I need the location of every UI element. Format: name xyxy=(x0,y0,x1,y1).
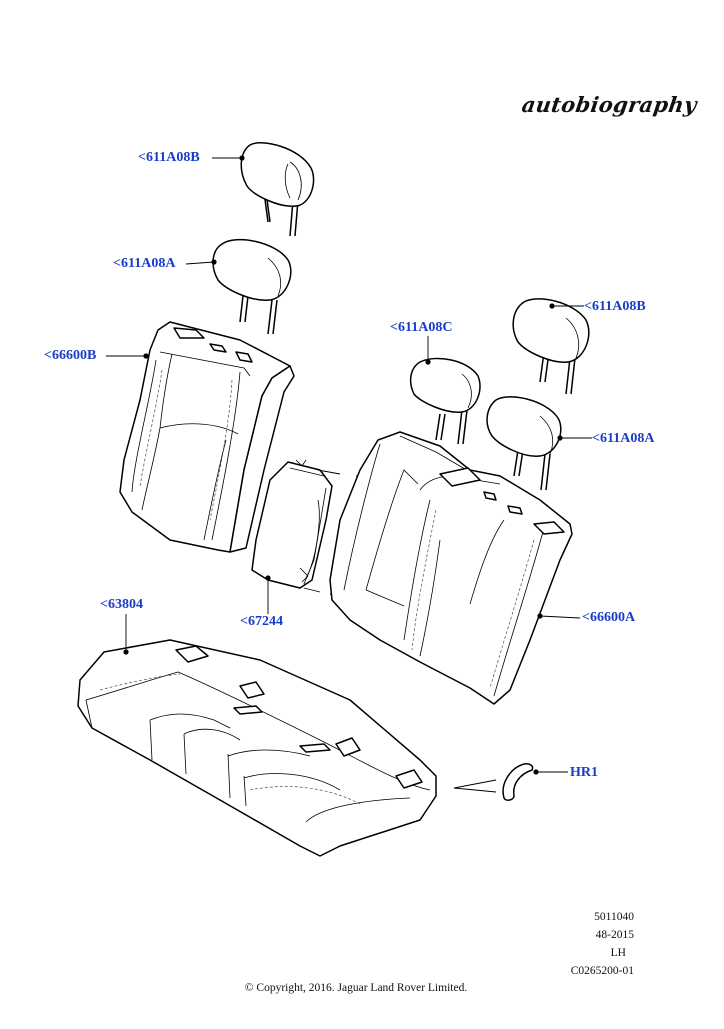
headrest-right-upper-part[interactable] xyxy=(512,298,590,395)
headrest-center-part[interactable] xyxy=(409,357,481,445)
callout-headrest-right-upper[interactable]: <611A08B xyxy=(584,299,646,314)
callout-headrest-left-lower[interactable]: <611A08A xyxy=(113,256,176,271)
headrest-left-lower-part[interactable] xyxy=(212,238,292,335)
footer-code-2: 48-2015 xyxy=(595,929,634,941)
callout-backrest-left[interactable]: <66600B xyxy=(44,348,97,363)
footer-side: LH xyxy=(610,947,626,959)
backrest-left-part[interactable] xyxy=(119,321,295,553)
footer-code-3: C0265200-01 xyxy=(570,965,634,977)
callout-headrest-center[interactable]: <611A08C xyxy=(390,320,453,335)
callout-headrest-left-upper[interactable]: <611A08B xyxy=(138,150,200,165)
clip-part[interactable] xyxy=(453,763,534,801)
backrest-right-part[interactable] xyxy=(329,431,573,705)
brand-title: autobiography xyxy=(520,92,699,117)
callout-armrest[interactable]: <67244 xyxy=(240,614,283,629)
armrest-part[interactable] xyxy=(251,459,391,597)
seat-cushion-part[interactable] xyxy=(77,639,437,857)
headrest-right-lower-part[interactable] xyxy=(486,396,562,491)
callout-cushion[interactable]: <63804 xyxy=(100,597,143,612)
callout-headrest-right-lower[interactable]: <611A08A xyxy=(592,431,655,446)
footer-code-1: 5011040 xyxy=(594,911,634,923)
copyright-notice: © Copyright, 2016. Jaguar Land Rover Lim… xyxy=(244,982,468,994)
headrest-left-upper-part[interactable] xyxy=(240,142,315,237)
callout-clip[interactable]: HR1 xyxy=(570,765,598,780)
callout-backrest-right[interactable]: <66600A xyxy=(582,610,636,625)
leader-lines xyxy=(106,155,592,775)
